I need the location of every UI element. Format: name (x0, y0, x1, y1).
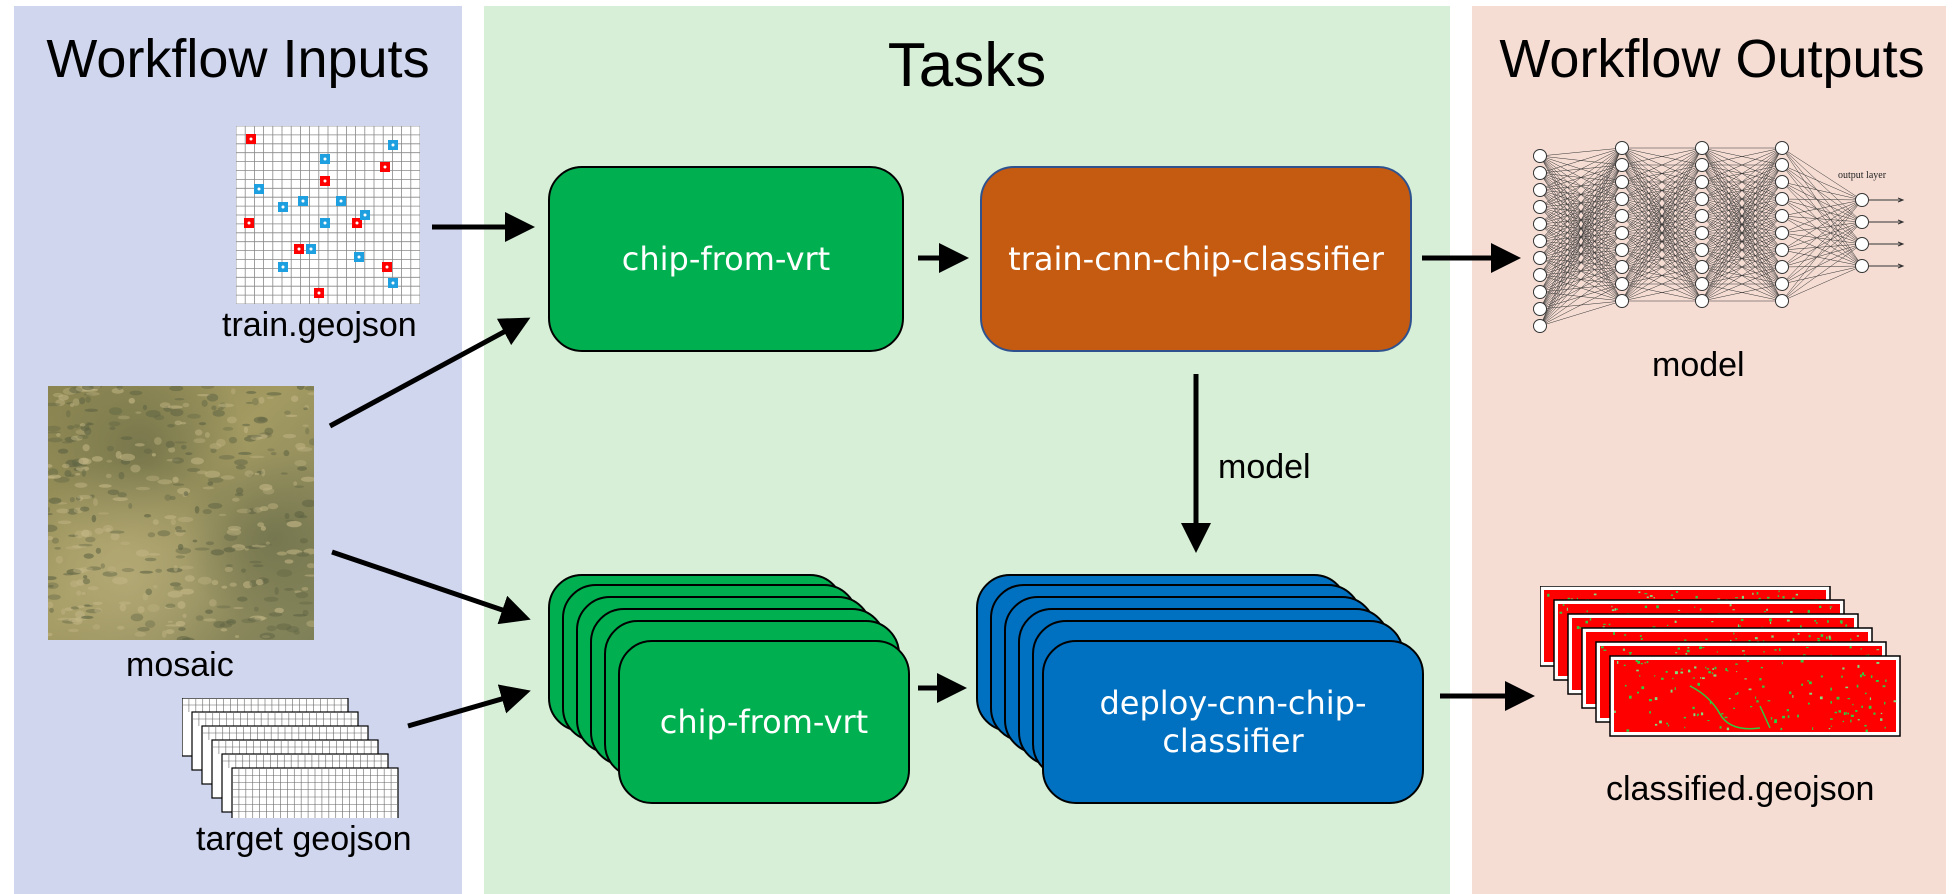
nn-node (1695, 175, 1709, 189)
chip-from-vrt-batch-task[interactable]: chip-from-vrt (618, 640, 910, 804)
nn-node (1695, 226, 1709, 240)
nn-node (1695, 141, 1709, 155)
nn-node (1775, 260, 1789, 274)
nn-node (1533, 302, 1547, 316)
nn-node (1775, 226, 1789, 240)
nn-node (1775, 158, 1789, 172)
nn-node (1775, 141, 1789, 155)
nn-node (1775, 243, 1789, 257)
nn-node (1615, 175, 1629, 189)
nn-node (1775, 192, 1789, 206)
nn-node (1695, 243, 1709, 257)
nn-node (1533, 285, 1547, 299)
outputs-title: Workflow Outputs (1499, 29, 1925, 89)
nn-node (1615, 294, 1629, 308)
arrow-mosaic-to-chip-batch (331, 549, 531, 625)
nn-node (1615, 260, 1629, 274)
nn-node (1533, 149, 1547, 163)
arrow-target-to-chip-batch (407, 684, 531, 729)
nn-node (1695, 192, 1709, 206)
nn-node (1775, 175, 1789, 189)
train-geojson-icon (236, 126, 420, 304)
nn-node (1615, 192, 1629, 206)
neural-network-model-icon: output layer (1533, 141, 1905, 333)
nn-node (1533, 200, 1547, 214)
nn-node (1695, 277, 1709, 291)
chip-from-vrt-label: chip-from-vrt (621, 239, 831, 278)
chip-from-vrt-task[interactable]: chip-from-vrt (548, 166, 904, 352)
nn-node (1533, 319, 1547, 333)
nn-node (1695, 294, 1709, 308)
nn-node (1855, 237, 1869, 251)
train-geojson-label: train.geojson (222, 306, 417, 344)
deploy-label-line2: classifier (1162, 722, 1304, 760)
chip-from-vrt-batch-label: chip-from-vrt (659, 702, 869, 741)
nn-node (1615, 277, 1629, 291)
nn-node (1695, 158, 1709, 172)
target-geojson-label: target geojson (196, 820, 412, 858)
nn-node (1533, 183, 1547, 197)
nn-node (1533, 268, 1547, 282)
deploy-cnn-chip-classifier-label: deploy-cnn-chip- classifier (1099, 684, 1366, 761)
deploy-label-line1: deploy-cnn-chip- (1099, 683, 1367, 722)
nn-node (1855, 215, 1869, 229)
nn-node (1533, 217, 1547, 231)
nn-node (1615, 141, 1629, 155)
target-geojson-icon (182, 698, 399, 818)
classified-geojson-label: classified.geojson (1606, 770, 1875, 808)
inputs-title: Workflow Inputs (46, 29, 430, 89)
nn-node (1695, 209, 1709, 223)
nn-node (1855, 193, 1869, 207)
nn-node (1533, 251, 1547, 265)
nn-node (1775, 209, 1789, 223)
output-layer-label: output layer (1838, 170, 1887, 181)
target-grid-sheet (231, 767, 399, 818)
model-output-label: model (1652, 346, 1745, 384)
nn-node (1615, 209, 1629, 223)
train-cnn-chip-classifier-label: train-cnn-chip-classifier (1008, 239, 1384, 278)
mosaic-label: mosaic (126, 646, 234, 684)
nn-node (1775, 294, 1789, 308)
nn-node (1855, 259, 1869, 273)
nn-node (1533, 234, 1547, 248)
classified-sheet (1609, 655, 1901, 737)
nn-node (1615, 226, 1629, 240)
tasks-title: Tasks (887, 31, 1047, 100)
arrow-mosaic-to-chip (328, 317, 531, 429)
train-cnn-chip-classifier-task[interactable]: train-cnn-chip-classifier (980, 166, 1412, 352)
nn-node (1615, 243, 1629, 257)
mosaic-image (48, 386, 314, 640)
nn-node (1695, 260, 1709, 274)
nn-node (1533, 166, 1547, 180)
nn-node (1615, 158, 1629, 172)
model-edge-label: model (1218, 448, 1311, 486)
nn-node (1775, 277, 1789, 291)
deploy-cnn-chip-classifier-task[interactable]: deploy-cnn-chip- classifier (1042, 640, 1424, 804)
classified-geojson-icon (1540, 586, 1901, 737)
